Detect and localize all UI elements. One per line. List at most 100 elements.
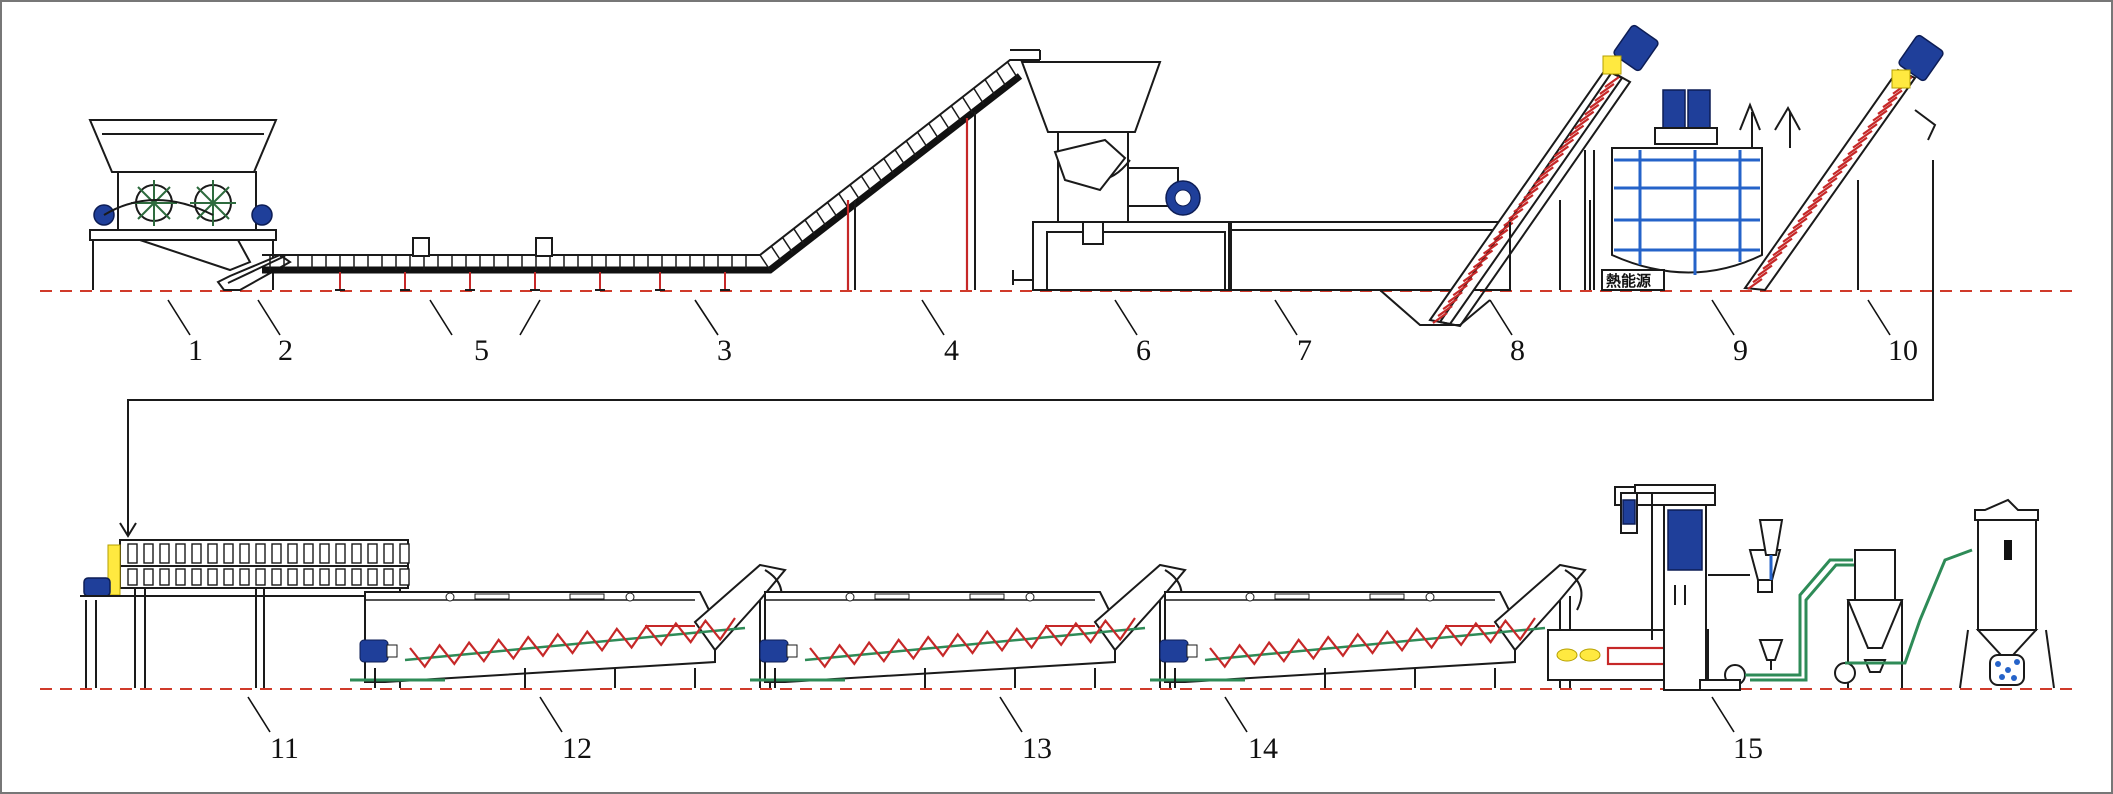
screw-conveyor-8	[1428, 24, 1659, 328]
dryer-slat	[383, 543, 394, 564]
motor-icon	[1898, 34, 1944, 82]
callout-label: 11	[270, 732, 299, 765]
belt-cleat	[883, 158, 895, 175]
motor-icon	[1613, 24, 1659, 72]
callouts-bottom: 11 12 13 14 15	[247, 696, 1763, 765]
dryer-slat	[335, 543, 346, 564]
belt-conveyor	[216, 49, 1041, 291]
dryer-slat	[351, 568, 362, 586]
motor-icon	[1687, 89, 1711, 131]
belt-cleat	[804, 219, 816, 236]
belt-cleat	[793, 228, 805, 245]
dryer-slats	[127, 543, 410, 586]
motor-icon	[359, 639, 389, 663]
belt-cleat	[905, 140, 917, 157]
dryer-slat	[335, 568, 346, 586]
dryer-slat	[207, 568, 218, 586]
callouts-top: 1 2 5 3 4 6 7 8 9 10	[167, 299, 1918, 367]
callout-label: 9	[1733, 334, 1748, 367]
dryer-slat	[239, 568, 250, 586]
callout-label: 15	[1733, 732, 1763, 765]
dryer-slat	[255, 568, 266, 586]
dryer-slat	[191, 568, 202, 586]
belt-cleat	[928, 122, 940, 140]
dryer-conveyor	[80, 539, 410, 688]
motor-icon	[1159, 639, 1189, 663]
dryer-slat	[159, 543, 170, 564]
belt-cleat	[770, 245, 782, 262]
dryer-slat	[223, 568, 234, 586]
fan-icon	[1834, 662, 1856, 684]
callout-label: 1	[188, 334, 203, 367]
dryer-slat	[319, 543, 330, 564]
motor-icon	[1662, 89, 1686, 131]
belt-cleat	[916, 131, 929, 149]
callout-label: 12	[562, 732, 592, 765]
friction-washer	[750, 563, 1187, 688]
belt-cleat	[815, 210, 827, 227]
friction-washer	[350, 563, 787, 688]
dryer-slat	[287, 543, 298, 564]
belt-cleat	[849, 184, 861, 201]
callout-label: 8	[1510, 334, 1525, 367]
belt-cleat	[950, 105, 962, 122]
crusher	[1012, 61, 1230, 291]
motor-icon	[759, 639, 789, 663]
screw-conveyor-10	[1743, 34, 1944, 292]
dryer-slat	[319, 568, 330, 586]
callout-label: 4	[944, 334, 959, 367]
belt-cleat	[939, 114, 951, 131]
shredder	[88, 119, 278, 290]
belt-cleat	[759, 254, 771, 271]
dryer-slat	[255, 543, 266, 564]
belt-cleat	[860, 175, 872, 192]
conveyor-legs	[335, 272, 730, 291]
dryer-slat	[223, 543, 234, 564]
dryer-slat	[271, 543, 282, 564]
belt-cleat	[984, 79, 996, 96]
motor-icon	[1622, 499, 1636, 525]
tank-water-lines	[1614, 150, 1760, 275]
belt-cleat	[826, 201, 839, 219]
belt-cleat	[961, 96, 974, 114]
belt-cleat	[1006, 61, 1019, 79]
dryer-slat	[399, 543, 410, 564]
dryer-slat	[239, 543, 250, 564]
motor-icon	[83, 577, 111, 597]
dryer-slat	[271, 568, 282, 586]
belt-cleats	[269, 61, 1019, 271]
dryer-slat	[399, 568, 410, 586]
pelletizing-line	[1547, 484, 2055, 691]
friction-washers	[350, 563, 1587, 688]
friction-washer	[1150, 563, 1587, 688]
arrow-down-icon	[119, 522, 137, 538]
dryer-slat	[303, 568, 314, 586]
belt-cleat	[871, 166, 884, 184]
dryer-slat	[143, 568, 154, 586]
belt-cleat	[894, 149, 906, 166]
dryer-slat	[207, 543, 218, 564]
callout-label: 10	[1888, 334, 1918, 367]
dryer-slat	[175, 568, 186, 586]
dryer-slat	[143, 543, 154, 564]
dryer-slat	[127, 568, 138, 586]
dryer-slat	[127, 543, 138, 564]
callout-label: 3	[717, 334, 732, 367]
dryer-slat	[287, 568, 298, 586]
callout-label: 14	[1248, 732, 1278, 765]
dryer-slat	[175, 543, 186, 564]
hot-washer: 熱能源	[1584, 89, 1801, 291]
callout-label: 6	[1136, 334, 1151, 367]
dryer-slat	[191, 543, 202, 564]
dryer-slat	[159, 568, 170, 586]
dryer-slat	[383, 568, 394, 586]
belt-cleat	[973, 87, 985, 105]
callout-label: 13	[1022, 732, 1052, 765]
belt-cleat	[995, 70, 1007, 88]
dryer-slat	[367, 543, 378, 564]
dryer-slat	[351, 543, 362, 564]
belt-cleat	[781, 237, 794, 253]
callout-label: 2	[278, 334, 293, 367]
